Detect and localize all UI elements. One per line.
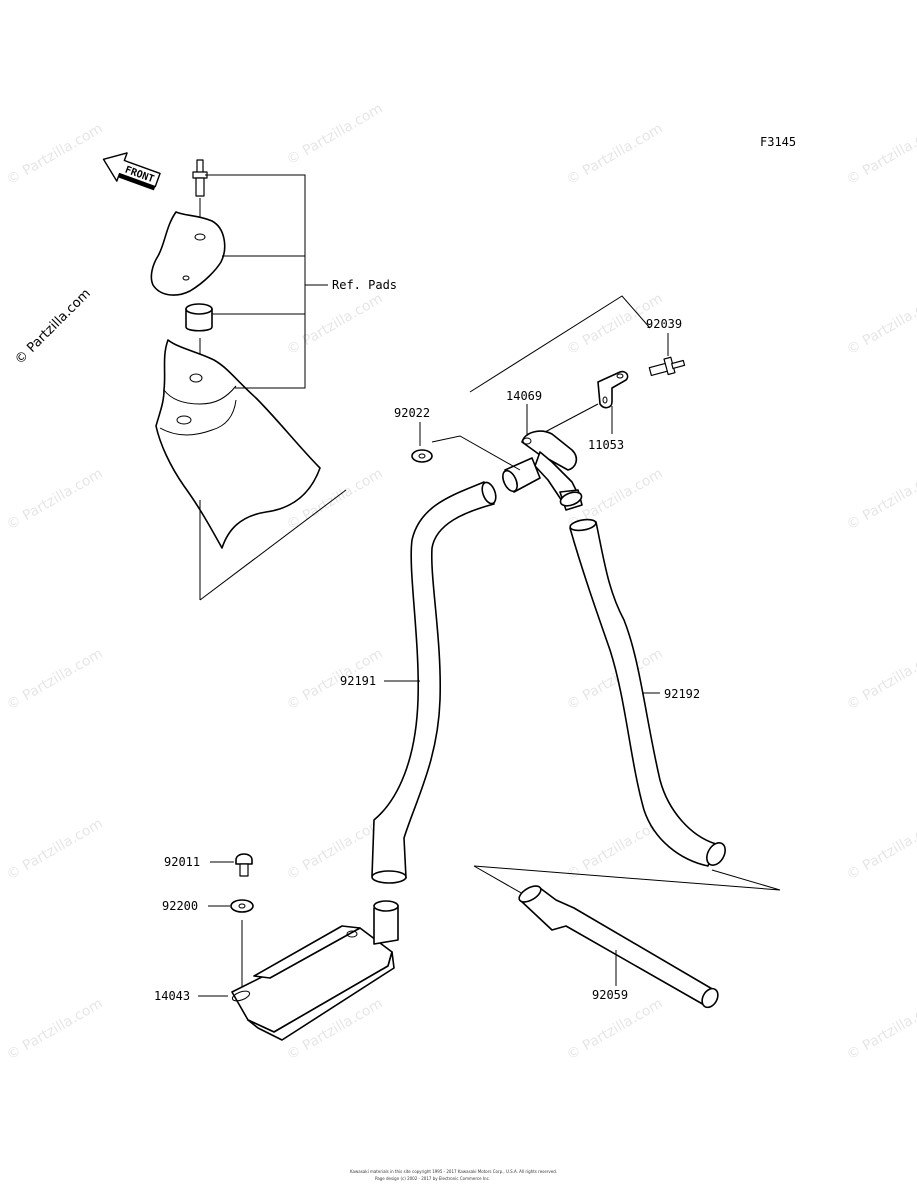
- part-number-14069: 14069: [506, 389, 542, 403]
- watermark: © Partzilla.com: [844, 466, 917, 534]
- part-number-92039: 92039: [646, 317, 682, 331]
- rivet-icon: [648, 356, 686, 377]
- part-number-92059: 92059: [592, 988, 628, 1002]
- ref-pads-label: Ref. Pads: [332, 278, 397, 292]
- screw-icon: [235, 853, 253, 877]
- part-number-92200: 92200: [162, 899, 198, 913]
- watermark: © Partzilla.com: [844, 646, 917, 714]
- watermark: © Partzilla.com: [4, 816, 106, 884]
- watermark: © Partzilla.com: [4, 646, 106, 714]
- watermark: © Partzilla.com: [4, 121, 106, 189]
- part-number-92022: 92022: [394, 406, 430, 420]
- watermark: © Partzilla.com: [284, 291, 386, 359]
- spacer-icon: [185, 303, 213, 332]
- washer-icon: [411, 449, 433, 463]
- copyright-line-2: Page design (c) 2002 - 2017 by Electroni…: [375, 1176, 490, 1181]
- part-number-92011: 92011: [164, 855, 200, 869]
- front-arrow-icon: FRONT: [102, 152, 161, 191]
- hull-section: [155, 339, 321, 549]
- ref-pads-assembly: Ref. Pads: [150, 159, 397, 601]
- bracket-icon: [597, 370, 629, 409]
- watermark: © Partzilla.com: [564, 121, 666, 189]
- watermark: © Partzilla.com: [564, 996, 666, 1064]
- part-number-92192: 92192: [664, 687, 700, 701]
- watermark: © Partzilla.com: [284, 101, 386, 169]
- part-number-11053: 11053: [588, 438, 624, 452]
- pad-plate: [150, 211, 226, 296]
- washer-small-icon: [230, 899, 254, 913]
- watermark: © Partzilla.com: [4, 996, 106, 1064]
- hose-92191: [371, 481, 495, 879]
- figure-code: F3145: [760, 135, 796, 149]
- breather-fitting: [502, 430, 583, 511]
- pin-icon: [192, 159, 208, 197]
- watermark-layer: © Partzilla.com © Partzilla.com © Partzi…: [4, 101, 917, 1064]
- copyright-line-1: Kawasaki materials in this site copyrigh…: [350, 1169, 557, 1174]
- watermark: © Partzilla.com: [844, 121, 917, 189]
- watermark: © Partzilla.com: [844, 996, 917, 1064]
- watermark-dark: © Partzilla.com: [12, 286, 94, 368]
- watermark: © Partzilla.com: [844, 291, 917, 359]
- breather-cover: [231, 900, 399, 1041]
- watermark: © Partzilla.com: [4, 466, 106, 534]
- watermark: © Partzilla.com: [844, 816, 917, 884]
- part-number-92191: 92191: [340, 674, 376, 688]
- part-number-14043: 14043: [154, 989, 190, 1003]
- watermark: © Partzilla.com: [284, 816, 386, 884]
